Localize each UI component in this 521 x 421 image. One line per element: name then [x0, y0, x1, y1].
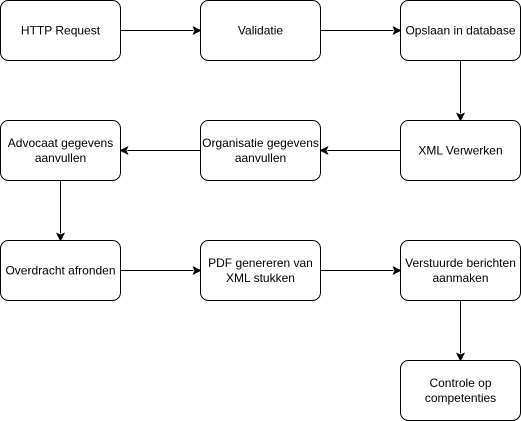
node-label: Overdracht afronden — [5, 264, 115, 278]
node-label: aanvullen — [235, 151, 286, 165]
node-label: PDF genereren van — [208, 256, 313, 270]
node-box — [200, 0, 321, 61]
arrowhead — [119, 145, 129, 156]
arrow-http-request-to-validatie — [120, 25, 202, 36]
arrowhead — [319, 145, 329, 156]
arrow-organisatie-to-advocaat — [119, 145, 201, 156]
node-label: aanmaken — [432, 271, 488, 285]
node-box — [200, 240, 321, 301]
node-box — [0, 0, 121, 61]
node-box — [200, 120, 321, 181]
arrow-berichten-to-controle — [455, 300, 466, 362]
node-label: HTTP Request — [21, 24, 101, 38]
node-label: XML Verwerken — [418, 144, 502, 158]
node-label: XML stukken — [226, 271, 295, 285]
node-label: Opslaan in database — [405, 24, 515, 38]
node-validatie: Validatie — [200, 0, 321, 61]
node-label: competenties — [425, 391, 496, 405]
arrowhead — [392, 265, 402, 276]
arrowhead — [392, 25, 402, 36]
node-label: Verstuurde berichten — [405, 256, 516, 270]
node-opslaan: Opslaan in database — [400, 0, 521, 61]
arrow-xml-verwerken-to-organisatie — [319, 145, 401, 156]
node-label: Validatie — [238, 24, 283, 38]
node-overdracht: Overdracht afronden — [0, 240, 121, 301]
node-label: Organisatie gegevens — [202, 136, 319, 150]
arrow-pdf-to-berichten — [320, 265, 402, 276]
node-box — [0, 120, 121, 181]
arrow-validatie-to-opslaan — [320, 25, 402, 36]
node-label: Controle op — [429, 376, 491, 390]
arrow-advocaat-to-overdracht — [55, 180, 66, 242]
arrow-opslaan-to-xml-verwerken — [455, 60, 466, 122]
arrowhead — [455, 352, 466, 362]
arrowhead — [192, 25, 202, 36]
arrowhead — [192, 265, 202, 276]
node-xml-verwerken: XML Verwerken — [400, 120, 521, 181]
node-label: Advocaat gegevens — [8, 136, 113, 150]
arrow-overdracht-to-pdf — [120, 265, 202, 276]
arrowhead — [55, 232, 66, 242]
arrowhead — [455, 112, 466, 122]
node-http-request: HTTP Request — [0, 0, 121, 61]
edges-layer — [55, 25, 466, 362]
node-label: aanvullen — [35, 151, 86, 165]
node-box — [0, 240, 121, 301]
